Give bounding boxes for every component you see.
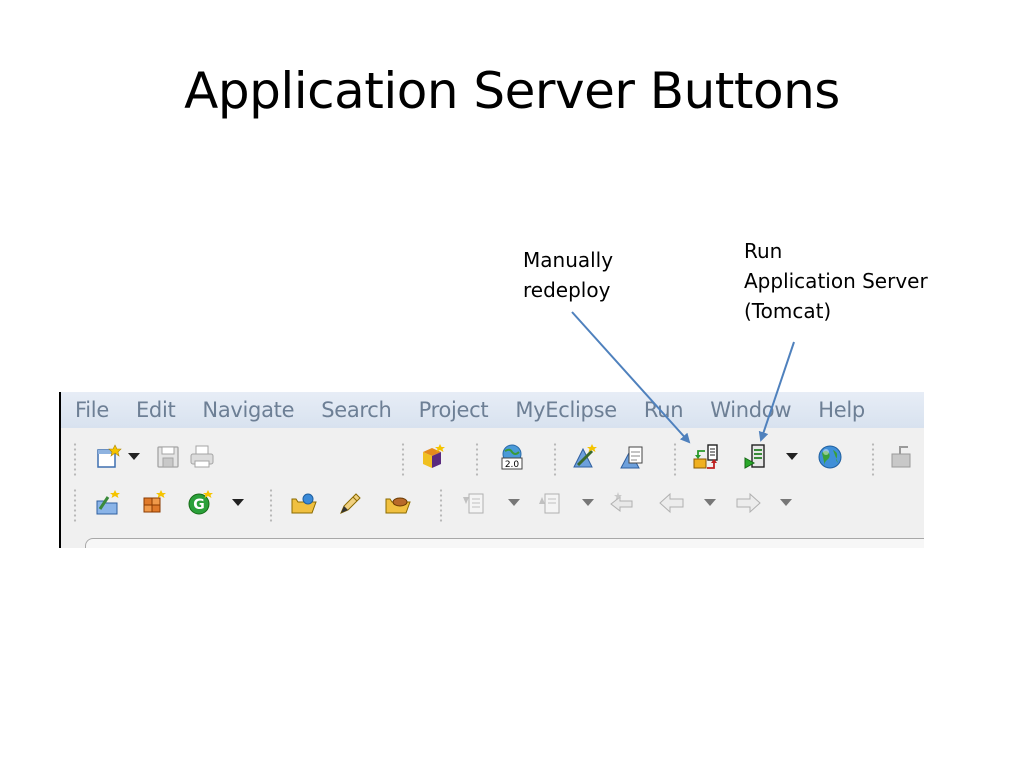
back-dropdown[interactable]	[703, 496, 717, 510]
toolbar-row-1: 2.0	[61, 436, 924, 480]
menu-navigate[interactable]: Navigate	[202, 398, 295, 422]
new-icon	[97, 444, 122, 468]
toolbar-separator[interactable]	[553, 442, 557, 476]
package-button[interactable]	[417, 442, 447, 472]
new-project-icon	[96, 490, 120, 515]
last-edit-button[interactable]	[607, 488, 637, 518]
pen-button[interactable]	[335, 488, 365, 518]
toolbar-separator[interactable]	[73, 442, 77, 476]
chevron-down-icon	[508, 499, 520, 506]
chevron-down-icon	[582, 499, 594, 506]
menu-window[interactable]: Window	[710, 398, 792, 422]
open-folder-icon	[291, 493, 317, 514]
menu-edit[interactable]: Edit	[135, 398, 176, 422]
callout-line: redeploy	[523, 278, 611, 302]
menu-run[interactable]: Run	[643, 398, 684, 422]
next-edit-icon	[539, 493, 560, 514]
callout-run-application-server: Run Application Server (Tomcat)	[744, 236, 928, 326]
pen-icon	[340, 493, 361, 514]
new-button[interactable]	[93, 442, 123, 472]
toolbar-separator[interactable]	[673, 442, 677, 476]
editor-tab-edge	[85, 538, 924, 548]
forward-dropdown[interactable]	[779, 496, 793, 510]
menu-file[interactable]: File	[75, 398, 109, 422]
export-icon	[891, 446, 911, 468]
refresh-dropdown[interactable]	[231, 496, 245, 510]
open-browser-button[interactable]	[815, 442, 845, 472]
ide-window: File Edit Navigate Search Project MyEcli…	[59, 392, 924, 548]
refresh-button[interactable]: G	[185, 488, 215, 518]
next-edit-dropdown[interactable]	[581, 496, 595, 510]
forward-arrow-icon	[736, 492, 761, 514]
forward-button[interactable]	[733, 488, 763, 518]
prev-edit-button[interactable]	[459, 488, 489, 518]
back-button[interactable]	[657, 488, 687, 518]
report-icon	[620, 446, 643, 469]
package-icon	[423, 444, 445, 468]
chevron-down-icon	[780, 499, 792, 506]
back-arrow-icon	[659, 492, 684, 514]
refresh-icon: G	[188, 490, 213, 515]
svg-text:G: G	[193, 497, 205, 513]
prev-edit-dropdown[interactable]	[507, 496, 521, 510]
run-server-icon	[744, 444, 765, 469]
chevron-down-icon	[128, 453, 140, 460]
callout-line: Manually	[523, 248, 614, 272]
web-2-button[interactable]: 2.0	[497, 442, 527, 472]
wizard-button[interactable]	[569, 442, 599, 472]
toolbar-area: 2.0	[61, 428, 924, 548]
open-archive-button[interactable]	[383, 488, 413, 518]
next-edit-button[interactable]	[535, 488, 565, 518]
window-border	[59, 392, 61, 548]
report-button[interactable]	[617, 442, 647, 472]
toolbar-separator[interactable]	[475, 442, 479, 476]
menu-search[interactable]: Search	[321, 398, 392, 422]
web-2-icon: 2.0	[501, 444, 523, 470]
chevron-down-icon	[232, 499, 244, 506]
menubar: File Edit Navigate Search Project MyEcli…	[61, 392, 924, 428]
menu-project[interactable]: Project	[418, 398, 489, 422]
new-component-icon	[143, 490, 166, 513]
open-archive-icon	[385, 497, 411, 514]
open-folder-button[interactable]	[289, 488, 319, 518]
last-edit-icon	[610, 492, 633, 513]
manual-redeploy-icon	[693, 444, 718, 469]
run-server-dropdown[interactable]	[785, 450, 799, 464]
run-application-server-button[interactable]	[741, 442, 771, 472]
callout-line: Application Server	[744, 269, 928, 293]
callout-line: (Tomcat)	[744, 299, 832, 323]
print-button[interactable]	[187, 442, 217, 472]
export-button[interactable]	[887, 442, 917, 472]
browser-globe-icon	[818, 445, 842, 469]
slide-title: Application Server Buttons	[184, 62, 840, 120]
manually-redeploy-button[interactable]	[691, 442, 721, 472]
wizard-icon	[573, 444, 597, 468]
callout-manually-redeploy: Manually redeploy	[523, 245, 613, 305]
save-icon	[157, 446, 179, 468]
save-button[interactable]	[153, 442, 183, 472]
prev-edit-icon	[463, 493, 484, 514]
menu-help[interactable]: Help	[818, 398, 865, 422]
print-icon	[190, 445, 214, 468]
toolbar-separator[interactable]	[73, 488, 77, 522]
chevron-down-icon	[704, 499, 716, 506]
callout-line: Run	[744, 239, 783, 263]
new-component-button[interactable]	[139, 488, 169, 518]
toolbar-separator[interactable]	[871, 442, 875, 476]
toolbar-row-2: G	[61, 482, 924, 526]
chevron-down-icon	[786, 453, 798, 460]
new-dropdown[interactable]	[127, 450, 141, 464]
new-project-button[interactable]	[93, 488, 123, 518]
svg-text:2.0: 2.0	[505, 460, 520, 470]
toolbar-separator[interactable]	[439, 488, 443, 522]
toolbar-separator[interactable]	[401, 442, 405, 476]
menu-myeclipse[interactable]: MyEclipse	[515, 398, 617, 422]
toolbar-separator[interactable]	[269, 488, 273, 522]
